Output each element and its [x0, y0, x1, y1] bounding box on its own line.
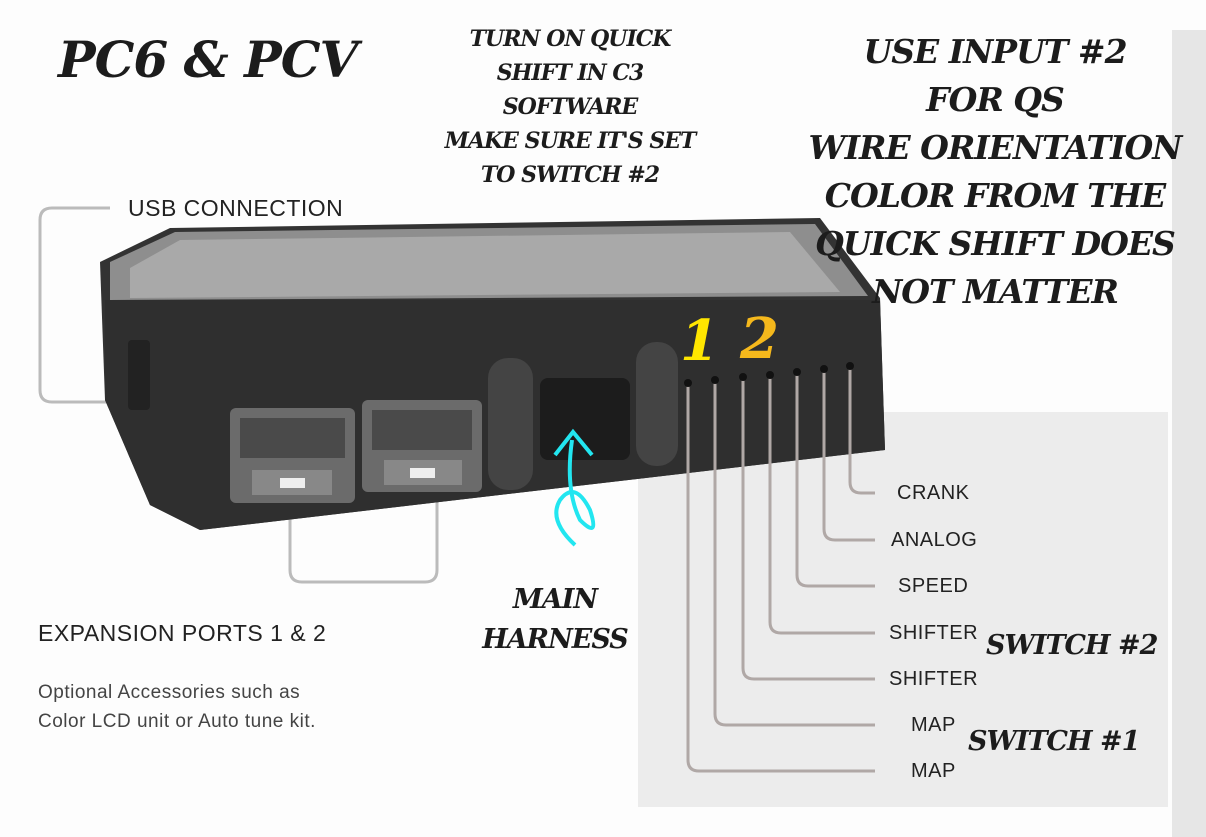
mount-post-left	[488, 358, 533, 490]
pin-label-map-1: MAP	[911, 760, 956, 782]
background-strip	[1172, 30, 1206, 837]
main-harness-port	[540, 378, 630, 460]
pin-label-shifter-1: SHIFTER	[889, 668, 979, 690]
switch-2-label: SWITCH #2	[986, 630, 1158, 661]
note-line: SOFTWARE	[502, 94, 638, 120]
usb-leader-line	[38, 206, 135, 404]
harness-arrow	[554, 439, 596, 547]
note-line: TURN ON QUICK	[469, 26, 672, 52]
pin-dots	[684, 362, 854, 387]
mount-post-right	[636, 342, 678, 466]
usb-port	[128, 340, 150, 410]
pin-label-crank: CRANK	[897, 482, 970, 504]
note-line: MAIN	[512, 584, 598, 615]
pin-label-shifter-2: SHIFTER	[889, 622, 979, 644]
description-line: Optional Accessories such as	[38, 682, 301, 703]
pin-label-speed: SPEED	[898, 575, 969, 597]
note-line: NOT MATTER	[872, 272, 1119, 311]
note-line: MAKE SURE IT'S SET	[444, 128, 697, 154]
pin-leader-lines	[686, 366, 875, 773]
note-line: USE INPUT #2	[863, 32, 1127, 71]
pin-label-map-2: MAP	[911, 714, 956, 736]
description-line: Color LCD unit or Auto tune kit.	[38, 711, 316, 732]
expansion-description: Optional Accessories such as Color LCD u…	[38, 678, 316, 736]
pin-label-analog: ANALOG	[891, 529, 978, 551]
expansion-port-1	[230, 408, 355, 503]
switch-1-label: SWITCH #1	[968, 726, 1140, 757]
input-number-2: 2	[740, 306, 779, 372]
note-line: TO SWITCH #2	[480, 162, 660, 188]
usb-connection-label: USB CONNECTION	[128, 195, 344, 221]
input-number-1: 1	[680, 308, 719, 374]
background-panel	[638, 412, 1168, 807]
expansion-leader-line	[288, 490, 439, 584]
note-line: QUICK SHIFT DOES	[815, 224, 1176, 263]
arrow-head-icon	[553, 428, 594, 457]
right-note: USE INPUT #2 FOR QS WIRE ORIENTATION COL…	[800, 28, 1190, 316]
center-note: TURN ON QUICK SHIFT IN C3 SOFTWARE MAKE …	[420, 22, 720, 192]
expansion-ports-label: EXPANSION PORTS 1 & 2	[38, 620, 327, 646]
expansion-port-2	[362, 400, 482, 492]
note-line: WIRE ORIENTATION	[808, 128, 1183, 167]
note-line: HARNESS	[482, 624, 629, 655]
note-line: SHIFT IN C3	[496, 60, 645, 86]
page-title: PC6 & PCV	[58, 30, 358, 89]
note-line: FOR QS	[926, 80, 1065, 119]
main-harness-label: MAIN HARNESS	[470, 580, 640, 660]
note-line: COLOR FROM THE	[824, 176, 1166, 215]
